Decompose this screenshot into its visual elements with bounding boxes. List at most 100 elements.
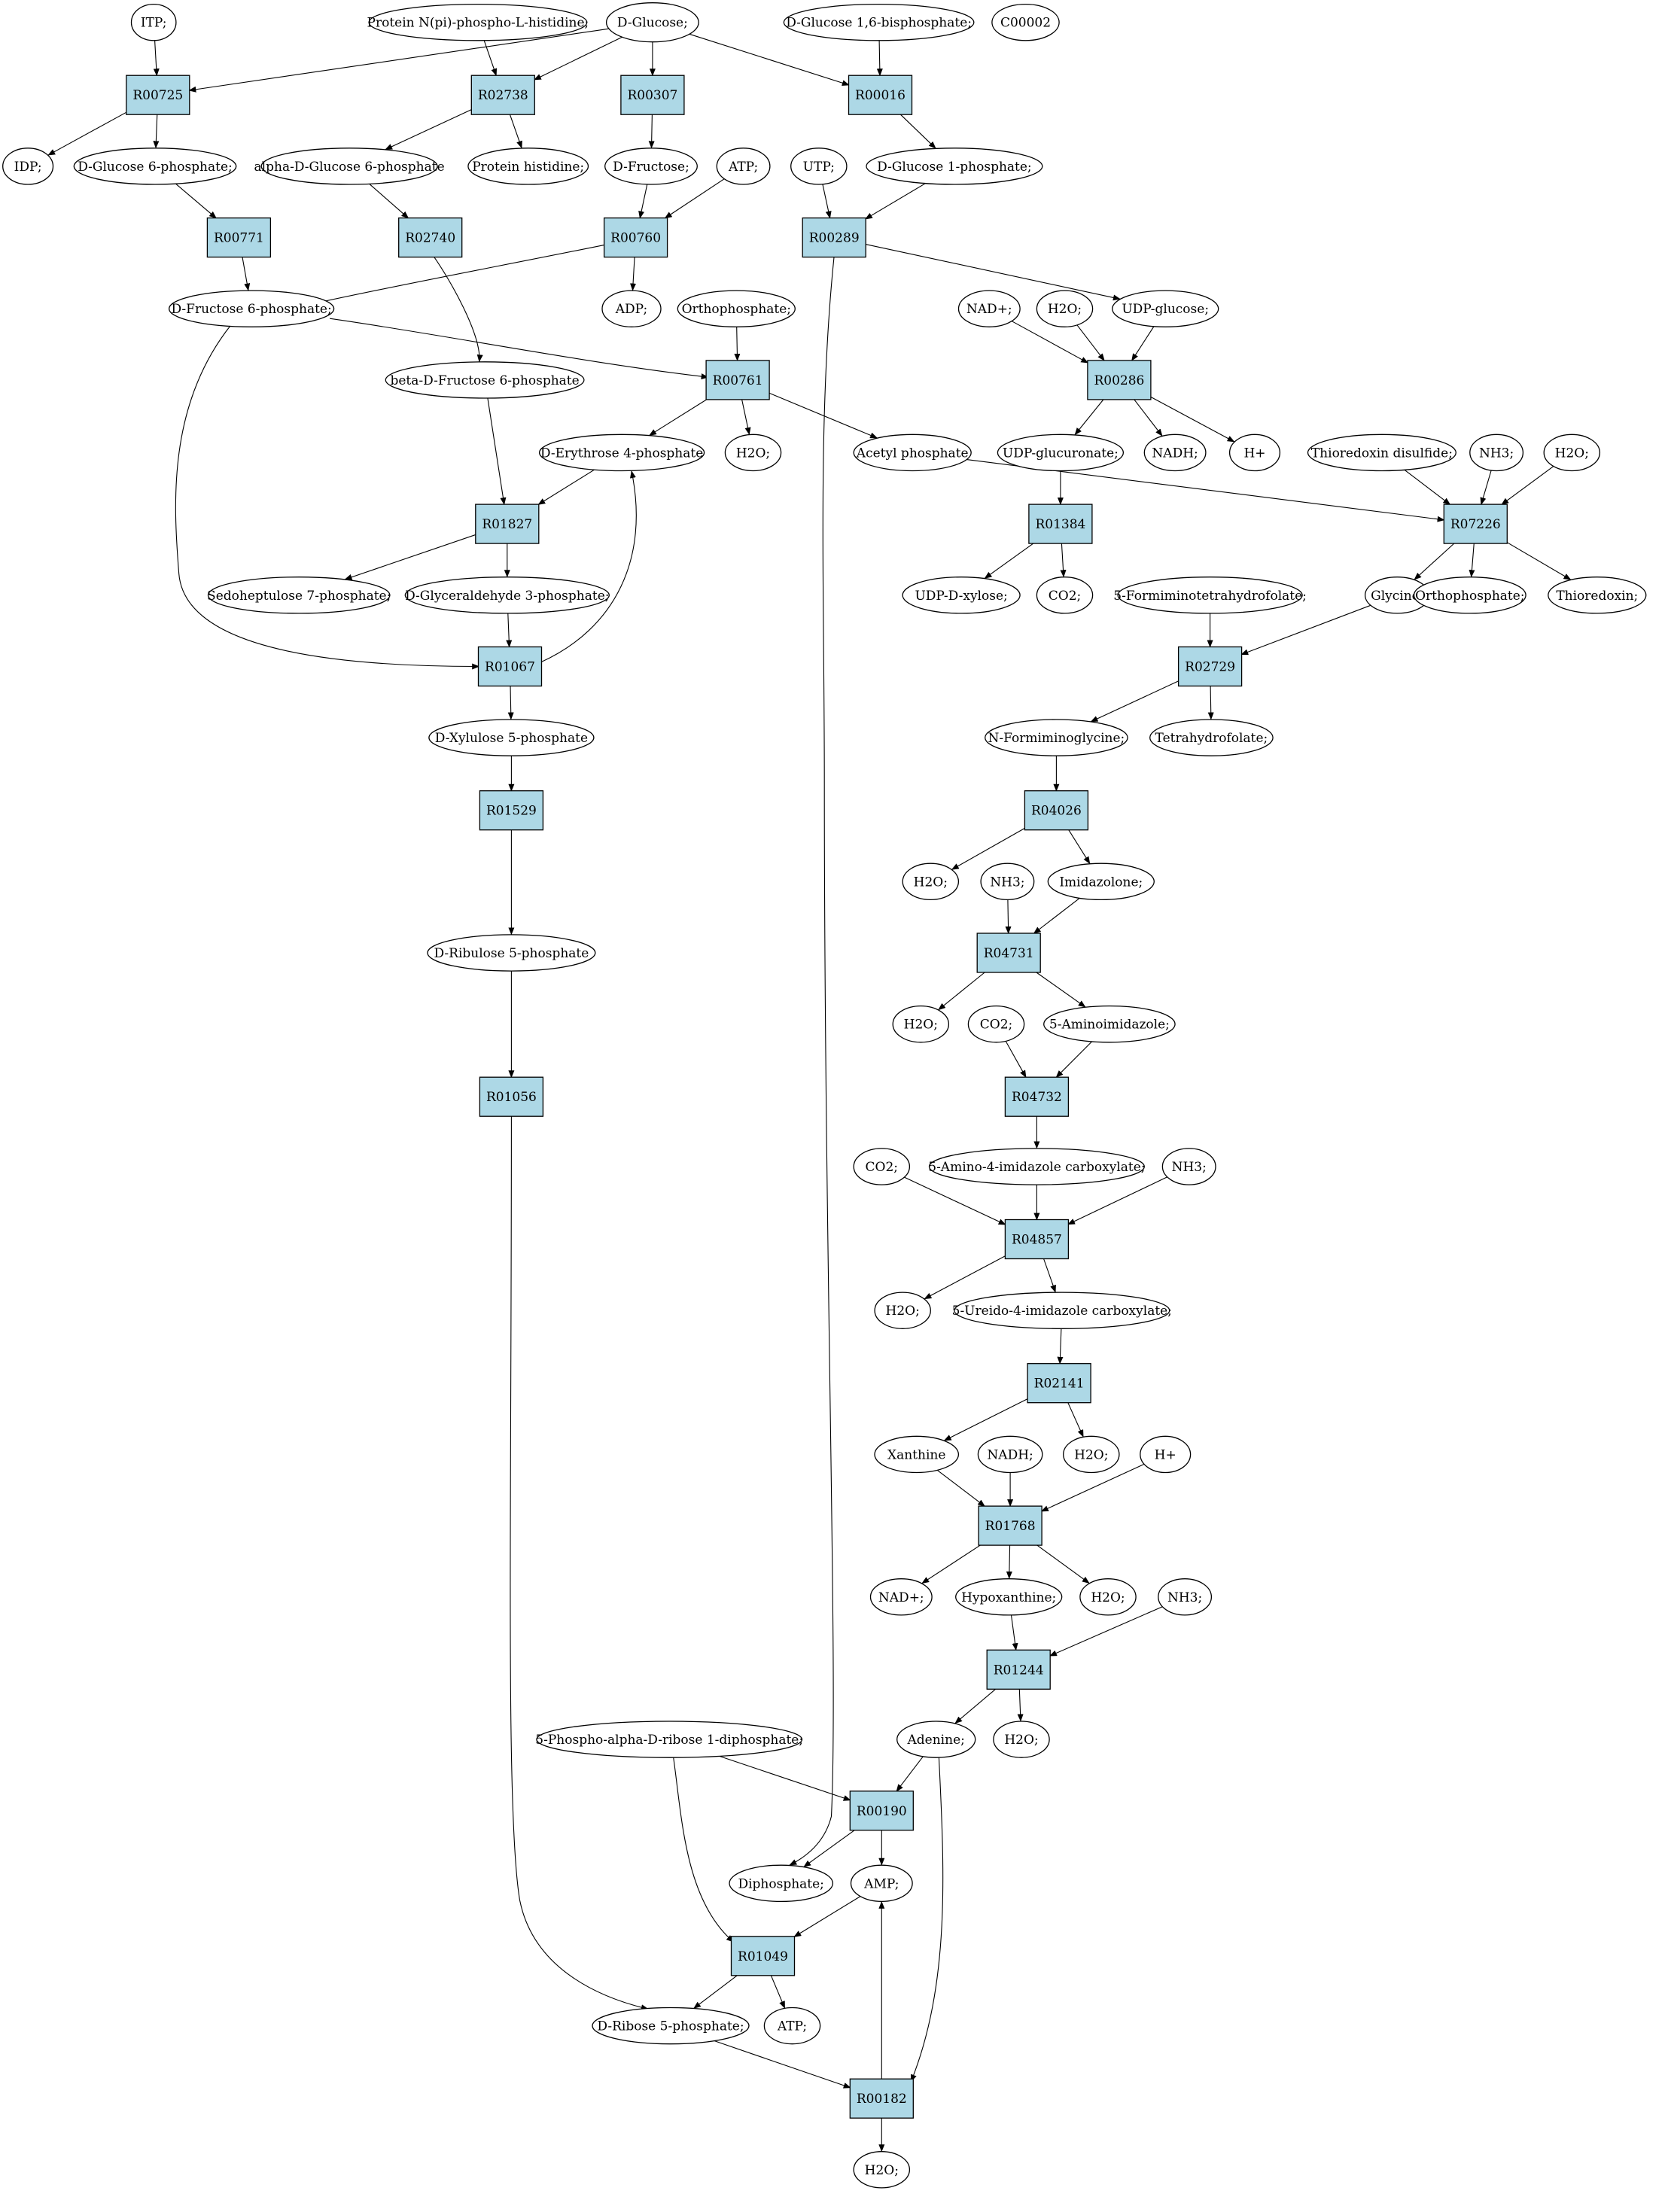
reaction-node[interactable]: R01067 [477,646,543,687]
reaction-node[interactable]: R00761 [705,360,770,400]
compound-node[interactable]: Protein N(pi)-phospho-L-histidine; [367,3,589,41]
compound-node[interactable]: D-Fructose; [604,148,698,185]
reaction-node[interactable]: R04731 [976,933,1041,973]
compound-node[interactable]: H2O; [1079,1578,1137,1616]
compound-node[interactable]: Sedoheptulose 7-phosphate; [207,577,391,614]
reaction-box [475,504,540,544]
compound-node[interactable]: Acetyl phosphate [853,434,972,472]
compound-node[interactable]: H2O; [1543,434,1601,472]
compound-node[interactable]: UDP-glucose; [1112,290,1219,327]
compound-node[interactable]: ADP; [601,290,662,327]
compound-node[interactable]: IDP; [2,148,54,185]
compound-node[interactable]: CO2; [1036,577,1094,614]
compound-node[interactable]: N-Formiminoglycine; [985,719,1128,756]
compound-node[interactable]: 5-Formiminotetrahydrofolate; [1113,577,1307,614]
reaction-node[interactable]: R00289 [802,217,866,258]
compound-node[interactable]: AMP; [850,1864,913,1903]
reaction-node[interactable]: R00016 [848,75,913,115]
compound-node[interactable]: D-Erythrose 4-phosphate [538,434,705,472]
compound-node[interactable]: H2O; [993,1721,1050,1758]
reaction-node[interactable]: R04026 [1024,790,1089,831]
compound-node[interactable]: D-Glucose; [605,2,699,43]
compound-node[interactable]: 5-Phospho-alpha-D-ribose 1-diphosphate; [535,1721,803,1758]
compound-node[interactable]: UDP-glucuronate; [997,434,1125,472]
reaction-node[interactable]: R01049 [730,1936,796,1976]
reaction-node[interactable]: R02740 [398,217,463,258]
compound-node[interactable]: D-Xylulose 5-phosphate [428,719,595,756]
reaction-node[interactable]: R00307 [620,75,685,115]
compound-node[interactable]: Thioredoxin disulfide; [1307,434,1456,472]
compound-node[interactable]: UTP; [790,148,848,185]
compound-node[interactable]: Protein histidine; [467,148,589,185]
compound-node[interactable]: Orthophosphate; [1413,577,1526,614]
compound-node[interactable]: H2O; [853,2151,911,2189]
reaction-node[interactable]: R00182 [849,2078,914,2119]
reaction-node[interactable]: R04857 [1004,1219,1070,1260]
reaction-node[interactable]: R01244 [986,1649,1051,1690]
compound-node[interactable]: D-Glucose 6-phosphate; [73,148,237,185]
compound-node[interactable]: NH3; [1158,1578,1213,1616]
reaction-node[interactable]: R00725 [126,75,190,115]
compound-node[interactable]: D-Glyceraldehyde 3-phosphate; [404,577,610,614]
compound-node[interactable]: NADH; [1143,434,1207,472]
reaction-node[interactable]: R01827 [475,504,540,544]
compound-node[interactable]: CO2; [853,1148,911,1185]
compound-node[interactable]: Orthophosphate; [677,290,796,327]
reaction-node[interactable]: R01529 [479,790,544,831]
compound-node[interactable]: Imidazolone; [1047,863,1155,901]
reaction-node[interactable]: R04732 [1004,1076,1070,1117]
reaction-node[interactable]: R00286 [1087,360,1152,400]
reaction-node[interactable]: R01768 [978,1505,1042,1546]
reaction-node[interactable]: R07226 [1443,504,1508,544]
compound-node[interactable]: D-Ribose 5-phosphate; [592,2007,750,2045]
compound-node[interactable]: CO2; [967,1005,1025,1043]
compound-node[interactable]: H2O; [1036,290,1094,327]
compound-node[interactable]: Xanthine [874,1435,960,1474]
compound-node[interactable]: Tetrahydrofolate; [1149,719,1274,756]
compound-node[interactable]: H+ [1140,1435,1192,1474]
compound-node[interactable]: C00002 [991,3,1060,41]
compound-node[interactable]: NH3; [1161,1148,1216,1185]
compound-node[interactable]: H+ [1228,434,1281,472]
compound-node[interactable]: NH3; [1469,434,1524,472]
compound-node[interactable]: D-Glucose 1-phosphate; [866,148,1043,185]
compound-node[interactable]: D-Fructose 6-phosphate; [168,290,335,327]
compound-node[interactable]: H2O; [1063,1435,1120,1474]
compound-node[interactable]: NAD+; [957,290,1021,327]
compound-node[interactable]: ITP; [130,3,177,41]
compound-node[interactable]: H2O; [724,434,782,472]
compound-node[interactable]: D-Glucose 1,6-bisphosphate; [783,3,975,41]
reaction-node[interactable]: R00190 [849,1791,914,1831]
compound-node[interactable]: Glycine; [1364,577,1430,614]
node-label: UTP; [803,160,835,175]
reaction-node[interactable]: R01056 [479,1076,544,1117]
reaction-node[interactable]: R00771 [206,217,272,258]
compound-node[interactable]: beta-D-Fructose 6-phosphate [385,361,585,399]
reaction-node[interactable]: R02141 [1027,1363,1091,1404]
compound-ellipse [130,3,177,41]
compound-node[interactable]: NH3; [980,863,1035,901]
compound-node[interactable]: H2O; [874,1292,931,1329]
compound-node[interactable]: Adenine; [896,1721,976,1758]
compound-node[interactable]: NADH; [977,1435,1043,1474]
compound-node[interactable]: 5-Ureido-4-imidazole carboxylate; [952,1292,1172,1329]
compound-node[interactable]: Diphosphate; [729,1864,834,1903]
compound-node[interactable]: ATP; [716,148,771,185]
compound-node[interactable]: alpha-D-Glucose 6-phosphate [254,148,445,185]
compound-node[interactable]: Thioredoxin; [1548,577,1647,614]
reaction-node[interactable]: R00760 [603,217,668,258]
compound-node[interactable]: H2O; [892,1005,950,1043]
edge-R00761-to-acp [769,392,878,439]
compound-node[interactable]: 5-Amino-4-imidazole carboxylate; [928,1148,1146,1185]
reaction-node[interactable]: R02729 [1177,646,1243,687]
compound-node[interactable]: 5-Aminoimidazole; [1043,1005,1176,1043]
compound-node[interactable]: D-Ribulose 5-phosphate [427,934,596,972]
edge-R00016-to-g1p [899,114,936,149]
compound-node[interactable]: UDP-D-xylose; [902,577,1021,614]
compound-node[interactable]: H2O; [902,863,960,901]
reaction-node[interactable]: R02738 [470,75,535,115]
compound-node[interactable]: Hypoxanthine; [955,1578,1063,1616]
compound-node[interactable]: NAD+; [869,1578,933,1616]
reaction-node[interactable]: R01384 [1028,504,1093,544]
compound-node[interactable]: ATP; [763,2007,821,2045]
